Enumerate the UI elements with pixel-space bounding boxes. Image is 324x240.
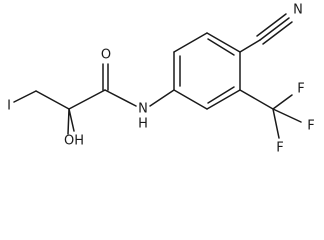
bond-quaternary-carbonyl — [68, 89, 106, 110]
bond-iodo-methylene — [13, 90, 37, 103]
fluorine-3-label: F — [276, 141, 283, 156]
ring-inner-double-2 — [207, 38, 235, 56]
bond-lines — [13, 13, 302, 139]
ring-inner-double-3 — [207, 86, 235, 104]
bond-cf-2 — [272, 108, 302, 123]
ring-bond-5 — [206, 89, 241, 110]
nitrile-nitrogen-label: N — [293, 3, 303, 18]
bond-nitrile-triple-c — [262, 21, 293, 45]
amide-hydrogen-label: H — [138, 117, 148, 132]
hydroxyl-label: OH — [64, 134, 84, 149]
fluorine-2-label: F — [307, 119, 314, 134]
bond-methylene-quaternary — [35, 90, 70, 110]
amide-nitrogen-label: N — [138, 102, 148, 117]
atom-labels: I OH O N H N F F F — [7, 3, 315, 156]
carbonyl-oxygen-label: O — [101, 48, 111, 63]
bond-nitrile-triple-a — [259, 17, 290, 41]
bond-amide-ring — [149, 89, 175, 107]
bond-nitrile-triple-b — [256, 13, 287, 37]
chemical-structure: I OH O N H N F F F — [7, 3, 315, 156]
ring-bond-6 — [173, 89, 208, 110]
bond-cf-1 — [272, 94, 293, 110]
bond-cf-3 — [272, 108, 280, 139]
ring-bond-3 — [206, 32, 241, 53]
bond-ring-trifluoromethyl — [239, 89, 274, 110]
ring-bond-2 — [173, 32, 208, 53]
bond-ring-nitrile — [239, 39, 261, 53]
fluorine-1-label: F — [297, 82, 304, 97]
bond-carbonyl-amide — [104, 89, 137, 107]
bond-hydroxyl — [68, 108, 75, 132]
bond-methyl — [67, 108, 70, 135]
iodine-label: I — [7, 99, 11, 114]
